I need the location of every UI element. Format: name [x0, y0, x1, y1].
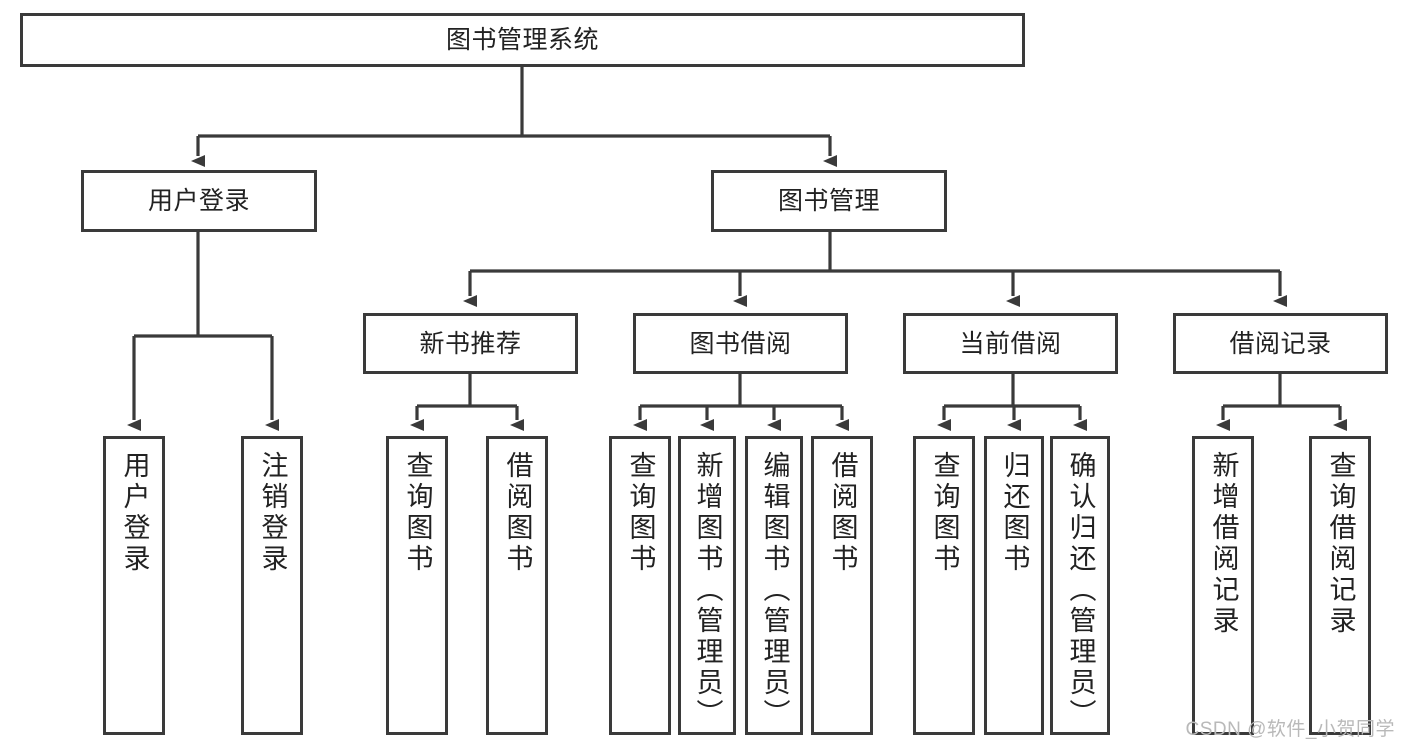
node-new-book-recommend[interactable]: 新书推荐: [363, 313, 578, 374]
node-book-borrow[interactable]: 图书借阅: [633, 313, 848, 374]
node-label: 查询图书: [402, 451, 433, 575]
node-label: 确认归还（管理员）: [1065, 451, 1096, 730]
node-leaf-add-record[interactable]: 新增借阅记录: [1192, 436, 1254, 735]
node-leaf-confirm-return[interactable]: 确认归还（管理员）: [1050, 436, 1110, 735]
node-leaf-query-book-3[interactable]: 查询图书: [913, 436, 975, 735]
node-label: 查询图书: [625, 451, 656, 575]
node-label: 新增借阅记录: [1208, 451, 1239, 637]
node-label: 借阅图书: [827, 451, 858, 575]
node-leaf-logout[interactable]: 注销登录: [241, 436, 303, 735]
node-book-management[interactable]: 图书管理: [711, 170, 947, 232]
node-label: 编辑图书（管理员）: [759, 451, 790, 730]
node-label: 当前借阅: [959, 329, 1062, 358]
node-leaf-user-login[interactable]: 用户登录: [103, 436, 165, 735]
node-leaf-borrow-book-2[interactable]: 借阅图书: [811, 436, 873, 735]
node-user-login[interactable]: 用户登录: [81, 170, 317, 232]
node-leaf-borrow-book-1[interactable]: 借阅图书: [486, 436, 548, 735]
node-label: 图书借阅: [689, 329, 792, 358]
node-leaf-return-book[interactable]: 归还图书: [984, 436, 1044, 735]
node-leaf-add-book[interactable]: 新增图书（管理员）: [678, 436, 736, 735]
node-leaf-query-book-2[interactable]: 查询图书: [609, 436, 671, 735]
node-label: 查询借阅记录: [1325, 451, 1356, 637]
node-borrow-record[interactable]: 借阅记录: [1173, 313, 1388, 374]
node-leaf-query-record[interactable]: 查询借阅记录: [1309, 436, 1371, 735]
csdn-watermark: CSDN @软件_小贺同学: [1185, 719, 1395, 740]
node-root-system[interactable]: 图书管理系统: [20, 13, 1025, 67]
node-label: 用户登录: [119, 451, 150, 575]
node-leaf-edit-book[interactable]: 编辑图书（管理员）: [745, 436, 803, 735]
node-label: 注销登录: [257, 451, 288, 575]
node-label: 归还图书: [999, 451, 1030, 575]
node-label: 借阅图书: [502, 451, 533, 575]
node-label: 新书推荐: [419, 329, 522, 358]
node-current-borrow[interactable]: 当前借阅: [903, 313, 1118, 374]
node-label: 用户登录: [147, 187, 250, 215]
node-label: 新增图书（管理员）: [692, 451, 723, 730]
node-label: 借阅记录: [1229, 329, 1332, 358]
node-label: 图书管理: [777, 187, 880, 215]
node-label: 图书管理系统: [445, 26, 599, 54]
node-leaf-query-book-1[interactable]: 查询图书: [386, 436, 448, 735]
node-label: 查询图书: [929, 451, 960, 575]
